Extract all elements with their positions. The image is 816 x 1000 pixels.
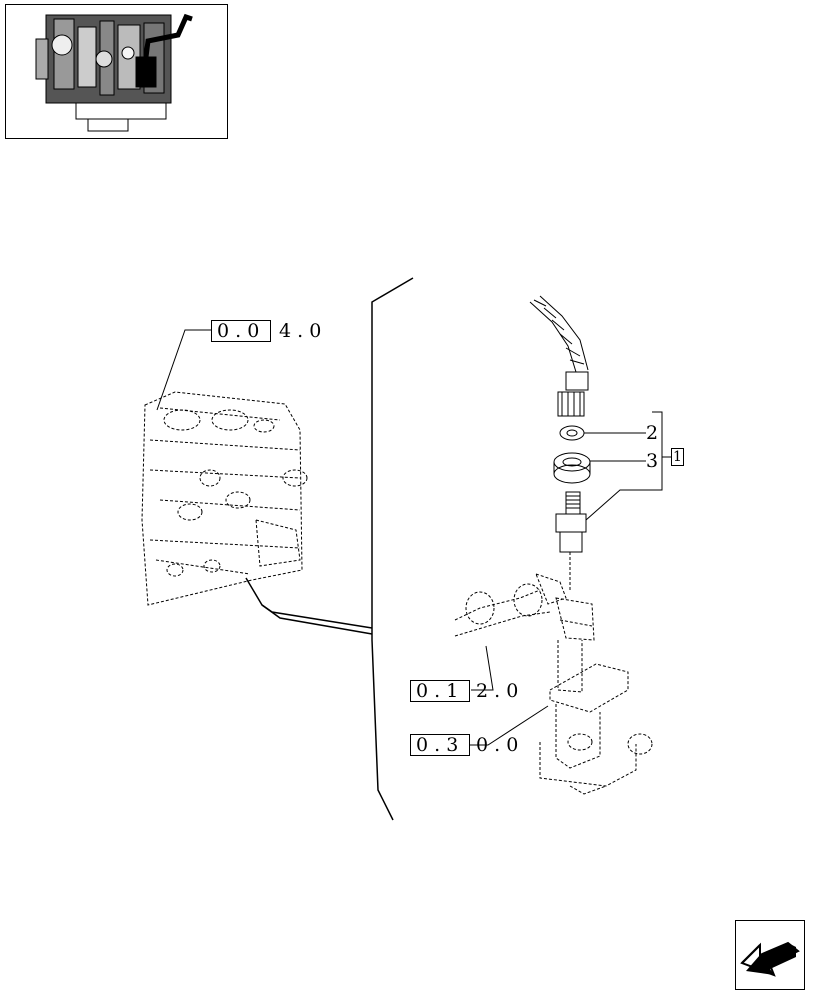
reference-0120[interactable]: 0 . 1 2 . 0 — [410, 680, 540, 702]
reference-boxed-text: 0 . 3 — [416, 734, 459, 756]
gear-housing-outline — [454, 573, 653, 795]
reference-0300[interactable]: 0 . 3 0 . 0 — [410, 734, 540, 756]
engine-location-thumbnail-icon — [35, 13, 193, 132]
circlip — [559, 425, 585, 441]
wiring-harness — [529, 295, 589, 417]
engine-block-outline — [141, 391, 308, 606]
kit-bracket — [585, 411, 672, 521]
leader-ref-0300 — [470, 705, 549, 746]
callout-kit-1[interactable]: 1 — [671, 448, 684, 466]
reference-boxed-text: 0 . 1 — [416, 680, 459, 702]
engine-thumbnail — [5, 4, 228, 139]
reference-rest-text: 4 . 0 — [279, 320, 322, 342]
speed-sensor — [555, 491, 587, 590]
reference-rest-text: 2 . 0 — [476, 680, 519, 702]
reference-boxed-part — [410, 734, 470, 756]
leader-ref-0120 — [471, 645, 494, 691]
leader-ref-0040 — [156, 329, 211, 411]
reference-boxed-part — [410, 680, 470, 702]
section-break-line — [245, 277, 414, 821]
previous-page-button[interactable] — [735, 920, 805, 990]
reference-boxed-part — [211, 320, 271, 342]
previous-page-arrow-icon — [740, 941, 800, 977]
reference-rest-text: 0 . 0 — [476, 734, 519, 756]
reference-boxed-text: 0 . 0 — [217, 320, 260, 342]
callout-item-3[interactable]: 3 — [646, 450, 659, 472]
reference-0040[interactable]: 0 . 0 4 . 0 — [211, 320, 341, 342]
seal-ring — [553, 452, 591, 484]
callout-item-2[interactable]: 2 — [646, 422, 659, 444]
